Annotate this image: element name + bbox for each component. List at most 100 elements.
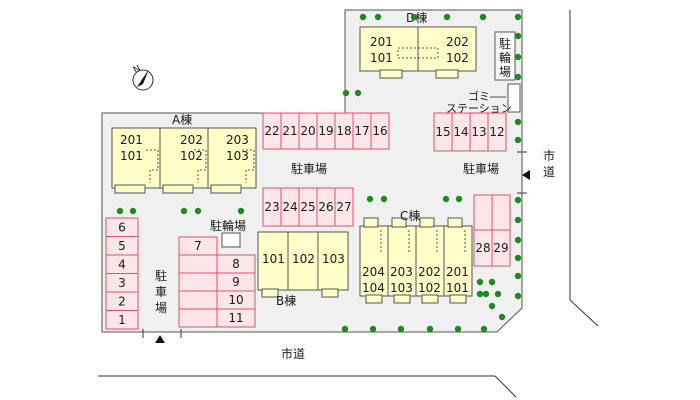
parking-stall-blank xyxy=(178,290,218,310)
unit-a-202: 202 xyxy=(180,133,203,147)
trees xyxy=(116,13,522,333)
parking-stall-13-label: 13 xyxy=(471,125,486,139)
parking-left-label-3: 場 xyxy=(155,301,167,315)
tree-icon xyxy=(482,290,490,298)
parking-stall-24-label: 24 xyxy=(282,200,297,214)
entrance-arrow-right xyxy=(522,170,530,180)
tree-icon xyxy=(410,13,418,21)
parking-stall-9-label: 9 xyxy=(232,275,240,289)
tree-icon xyxy=(514,272,522,280)
tree-icon xyxy=(443,13,451,21)
unit-c-202: 202 xyxy=(418,265,441,279)
garbage-label-2: ステーション xyxy=(446,102,512,115)
tree-icon xyxy=(374,13,382,21)
building-a-label: A棟 xyxy=(172,112,192,127)
tree-icon xyxy=(514,118,522,126)
tree-icon xyxy=(426,325,434,333)
tree-icon xyxy=(380,195,388,203)
unit-d-101: 101 xyxy=(370,51,393,65)
tree-icon xyxy=(488,302,496,310)
tree-icon xyxy=(480,325,488,333)
parking-stall-8-label: 8 xyxy=(232,257,240,271)
tree-icon xyxy=(454,325,462,333)
unit-c-203: 203 xyxy=(390,265,413,279)
building-d xyxy=(359,26,477,79)
tree-icon xyxy=(514,13,522,21)
bike-parking-mid-label: 駐輪場 xyxy=(210,218,246,233)
unit-b-101: 101 xyxy=(262,252,285,266)
parking-stall-25-label: 25 xyxy=(300,200,315,214)
parking-stall-16 xyxy=(370,112,390,150)
parking-stall-blank xyxy=(473,194,493,231)
unit-d-201: 201 xyxy=(370,35,393,49)
bike-parking-mid xyxy=(221,232,241,248)
parking-stall-7-label: 7 xyxy=(194,239,202,253)
parking-stall-10-label: 10 xyxy=(228,293,243,307)
parking-right-label: 駐車場 xyxy=(463,161,499,176)
parking-stall-17-label: 17 xyxy=(354,124,369,138)
unit-c-104: 104 xyxy=(362,281,385,295)
city-road-bottom-label: 市道 xyxy=(281,346,305,361)
unit-a-201: 201 xyxy=(120,133,143,147)
building-c xyxy=(359,217,473,304)
garbage-label-1: ゴミ xyxy=(468,89,490,103)
tree-icon xyxy=(455,195,463,203)
unit-a-103: 103 xyxy=(226,149,249,163)
tree-icon xyxy=(488,278,496,286)
parking-stall-12 xyxy=(487,112,507,152)
parking-stall-11-label: 11 xyxy=(228,311,243,325)
tree-icon xyxy=(369,325,377,333)
building-a xyxy=(111,127,257,194)
tree-icon xyxy=(514,73,522,81)
tree-icon xyxy=(366,195,374,203)
tree-icon xyxy=(442,195,450,203)
parking-stall-14-label: 14 xyxy=(453,125,468,139)
tree-icon xyxy=(479,13,487,21)
parking-stall-5-label: 5 xyxy=(118,239,126,253)
tree-icon xyxy=(194,207,202,215)
tree-icon xyxy=(354,89,362,97)
unit-c-204: 204 xyxy=(362,265,385,279)
parking-stall-3-label: 3 xyxy=(118,276,126,290)
garbage-station xyxy=(507,83,521,113)
unit-c-102: 102 xyxy=(418,281,441,295)
unit-c-101: 101 xyxy=(446,281,469,295)
parking-stall-26-label: 26 xyxy=(318,200,333,214)
tree-icon xyxy=(514,53,522,61)
parking-stall-2-label: 2 xyxy=(118,294,126,308)
parking-stall-29 xyxy=(491,229,511,267)
north-label: N xyxy=(132,64,143,76)
parking-stall-18-label: 18 xyxy=(336,124,351,138)
unit-d-102: 102 xyxy=(446,51,469,65)
bike-parking-d-label-3: 場 xyxy=(499,65,511,79)
unit-c-103: 103 xyxy=(390,281,413,295)
parking-stall-1 xyxy=(105,310,139,330)
tree-icon xyxy=(237,207,245,215)
tree-icon xyxy=(359,13,367,21)
parking-stall-16-label: 16 xyxy=(372,124,387,138)
parking-stall-28-label: 28 xyxy=(475,241,490,255)
tree-icon xyxy=(498,313,506,321)
parking-stall-12-label: 12 xyxy=(489,125,504,139)
parking-stall-23-label: 23 xyxy=(264,200,279,214)
parking-left-label-1: 駐 xyxy=(155,268,167,283)
tree-icon xyxy=(476,278,484,286)
parking-top-label: 駐車場 xyxy=(291,161,327,176)
tree-icon xyxy=(514,32,522,40)
parking-stall-1-label: 1 xyxy=(118,313,126,327)
tree-icon xyxy=(341,325,349,333)
unit-b-103: 103 xyxy=(322,252,345,266)
tree-icon xyxy=(494,290,502,298)
building-b-label: B棟 xyxy=(276,293,296,308)
parking-stall-20-label: 20 xyxy=(300,124,315,138)
parking-stall-27 xyxy=(334,187,354,227)
parking-stall-27-label: 27 xyxy=(336,200,351,214)
tree-icon xyxy=(514,196,522,204)
road-edge-right-corner xyxy=(569,299,599,327)
tree-icon xyxy=(116,207,124,215)
parking-stall-blank xyxy=(178,254,218,274)
tree-icon xyxy=(180,207,188,215)
parking-stall-22-label: 22 xyxy=(264,124,279,138)
building-c-label: C棟 xyxy=(400,208,420,223)
